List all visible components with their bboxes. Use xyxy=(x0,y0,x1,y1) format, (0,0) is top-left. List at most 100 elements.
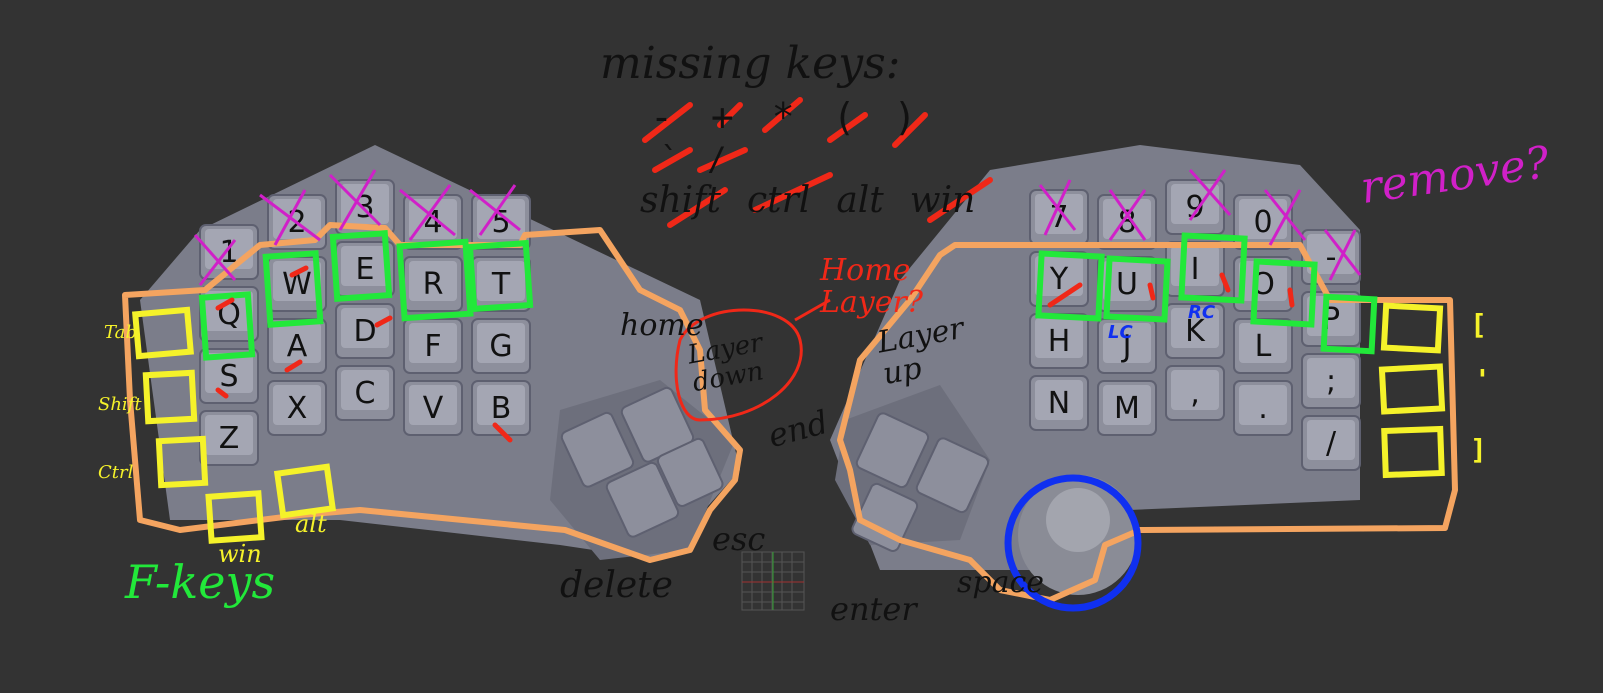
right-key-label-row1-4: - xyxy=(1326,240,1337,275)
rc-label: RC xyxy=(1188,302,1216,323)
left-green-boxes xyxy=(198,230,534,361)
right-key-label-row1-0: 7 xyxy=(1049,200,1068,235)
right-green-boxes xyxy=(1035,232,1378,355)
lc-label: LC xyxy=(1108,322,1133,343)
right-keycap-top-row4-2 xyxy=(1171,370,1219,410)
bracket-open-label: [ xyxy=(1470,308,1487,341)
mod-tab-label: Tab xyxy=(104,322,137,343)
right-key-label-row1-3: 0 xyxy=(1253,205,1272,240)
right-keycap-top-row3-4 xyxy=(1307,358,1355,398)
right-key-label-row4-1: M xyxy=(1114,391,1140,426)
missing-symbols-row: - + * ( ) xyxy=(650,95,916,139)
missing-keys-title: missing keys: xyxy=(600,38,901,89)
right-key-label-row3-1: J xyxy=(1121,329,1132,364)
symbol-minus: - xyxy=(650,95,673,139)
left-key-label-row2-3: R xyxy=(423,267,444,302)
left-key-label-row4-3: V xyxy=(423,391,444,426)
red-check-marks xyxy=(215,265,1295,443)
right-key-label-row3-2: K xyxy=(1185,314,1206,349)
symbol-rparen: ) xyxy=(893,95,917,139)
symbol-star: * xyxy=(771,95,795,139)
left-key-label-row3-3: F xyxy=(424,329,441,364)
trackball-blue-circle xyxy=(1004,474,1142,612)
quote-label: ' xyxy=(1474,363,1491,396)
right-keycap-top-row3-3 xyxy=(1239,323,1287,363)
left-key-label-row3-1: A xyxy=(287,329,308,364)
magenta-x-marks xyxy=(193,169,1362,286)
left-key-label-row1-2: 3 xyxy=(355,190,374,225)
left-keycap-top-row3-0 xyxy=(205,353,253,393)
viewport-grid-widget xyxy=(741,551,805,611)
left-keycap-top-row1-2 xyxy=(341,184,389,224)
home-layer-connector xyxy=(794,298,831,322)
left-keycap-top-row3-2 xyxy=(341,308,389,348)
left-key-label-row2-2: E xyxy=(356,252,375,287)
left-key-label-row4-4: B xyxy=(491,391,512,426)
left-keycap-top-row4-0 xyxy=(205,415,253,455)
home-label: home xyxy=(620,308,704,343)
home-layer-label: Home Layer? xyxy=(820,255,923,319)
right-key-label-row2-0: Y xyxy=(1049,262,1069,297)
left-keycap-top-row1-4 xyxy=(477,199,525,239)
bracket-close-label: ] xyxy=(1470,433,1487,466)
symbol-backtick: ` xyxy=(660,140,680,178)
left-key-label-row4-0: Z xyxy=(219,421,240,456)
right-keycap-top-row3-2 xyxy=(1171,308,1219,348)
left-keycap-top-row4-4 xyxy=(477,385,525,425)
symbol-lparen: ( xyxy=(832,95,856,139)
home-layer-line1: Home xyxy=(820,253,911,288)
left-keycap-top-row2-3 xyxy=(409,261,457,301)
enter-label: enter xyxy=(830,590,917,628)
right-keycap-top-row2-4 xyxy=(1307,296,1355,336)
left-key-label-row4-1: X xyxy=(287,391,308,426)
right-key-label-row1-1: 8 xyxy=(1117,205,1136,240)
modifier-ctrl: ctrl xyxy=(746,180,811,221)
mod-ctrl-label: Ctrl xyxy=(98,462,134,483)
modifier-shift: shift xyxy=(640,180,721,221)
right-keycap-top-row4-3 xyxy=(1239,385,1287,425)
right-yellow-boxes xyxy=(1378,302,1446,479)
right-keycap-top-row2-0 xyxy=(1035,256,1083,296)
right-keycap-top-row2-3 xyxy=(1239,261,1287,301)
missing-keys-strikes xyxy=(642,97,993,228)
left-keycap-top-row2-4 xyxy=(477,261,525,301)
right-key-label-row4-4: / xyxy=(1326,426,1337,461)
modifier-alt: alt xyxy=(836,180,884,221)
right-keycap-top-row3-0 xyxy=(1035,318,1083,358)
alt-label: alt xyxy=(295,510,327,538)
esc-label: esc xyxy=(712,520,766,558)
right-keycap-top-row4-1 xyxy=(1103,385,1151,425)
left-key-label-row3-2: D xyxy=(353,314,376,349)
right-keycap-top-row1-3 xyxy=(1239,199,1287,239)
home-layer-line2: Layer? xyxy=(820,285,923,320)
right-key-label-row4-2: , xyxy=(1190,376,1200,411)
win-label: win xyxy=(218,540,262,568)
right-keycap-top-row1-4 xyxy=(1307,234,1355,274)
left-keycap-top-row3-3 xyxy=(409,323,457,363)
missing-modifiers-row: shift ctrl alt win xyxy=(640,180,975,221)
right-keycap-top-row2-1 xyxy=(1103,261,1151,301)
fkeys-label: F-keys xyxy=(125,555,276,609)
right-keycap-top-row4-4 xyxy=(1307,420,1355,460)
mod-shift-label: Shift xyxy=(98,394,142,415)
right-key-label-row3-3: L xyxy=(1255,329,1272,364)
left-keycap-top-row2-0 xyxy=(205,291,253,331)
right-key-label-row4-0: N xyxy=(1048,386,1070,421)
right-key-label-row1-2: 9 xyxy=(1185,190,1204,225)
left-keycap-top-row4-2 xyxy=(341,370,389,410)
left-keycap-top-row2-1 xyxy=(273,261,321,301)
modifier-win: win xyxy=(909,180,976,221)
right-key-label-row3-4: ; xyxy=(1326,364,1336,399)
right-key-label-row4-3: . xyxy=(1258,391,1268,426)
left-key-label-row3-4: G xyxy=(489,329,512,364)
right-key-label-row2-1: U xyxy=(1116,267,1138,302)
left-keycap-top-row3-4 xyxy=(477,323,525,363)
left-keycap-top-row3-1 xyxy=(273,323,321,363)
left-key-label-row3-0: S xyxy=(219,359,238,394)
right-keycap-top-row3-1 xyxy=(1103,323,1151,363)
symbol-slash: / xyxy=(707,140,727,178)
right-key-label-row3-0: H xyxy=(1048,324,1071,359)
